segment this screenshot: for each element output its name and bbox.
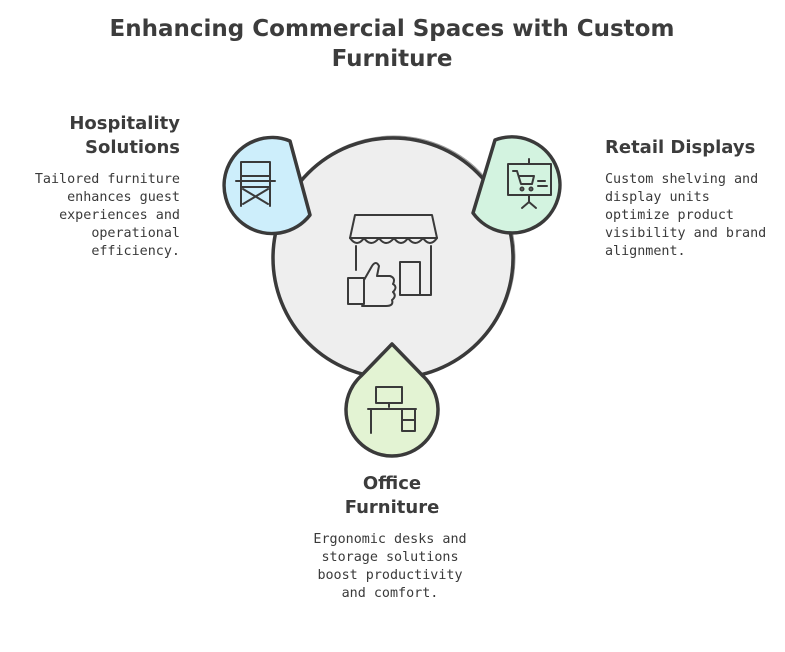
- shopping-cart-display-icon: [507, 158, 552, 209]
- hospitality-description: Tailored furniture enhances guest experi…: [34, 172, 180, 259]
- computer-desk-icon: [367, 386, 417, 434]
- retail-node: [471, 135, 562, 235]
- office-heading: Office Furniture: [344, 473, 440, 518]
- directors-chair-icon: [235, 161, 276, 207]
- retail-description: Custom shelving and display units optimi…: [605, 172, 767, 259]
- hospitality-heading: Hospitality Solutions: [69, 113, 180, 158]
- office-description: Ergonomic desks and storage solutions bo…: [313, 532, 467, 601]
- hospitality-node: [222, 135, 312, 236]
- storefront-thumbs-up-icon: [347, 214, 438, 307]
- center-hub: [271, 135, 516, 380]
- retail-heading: Retail Displays: [605, 137, 756, 158]
- diagram-title: Enhancing Commercial Spaces with Custom …: [109, 16, 675, 72]
